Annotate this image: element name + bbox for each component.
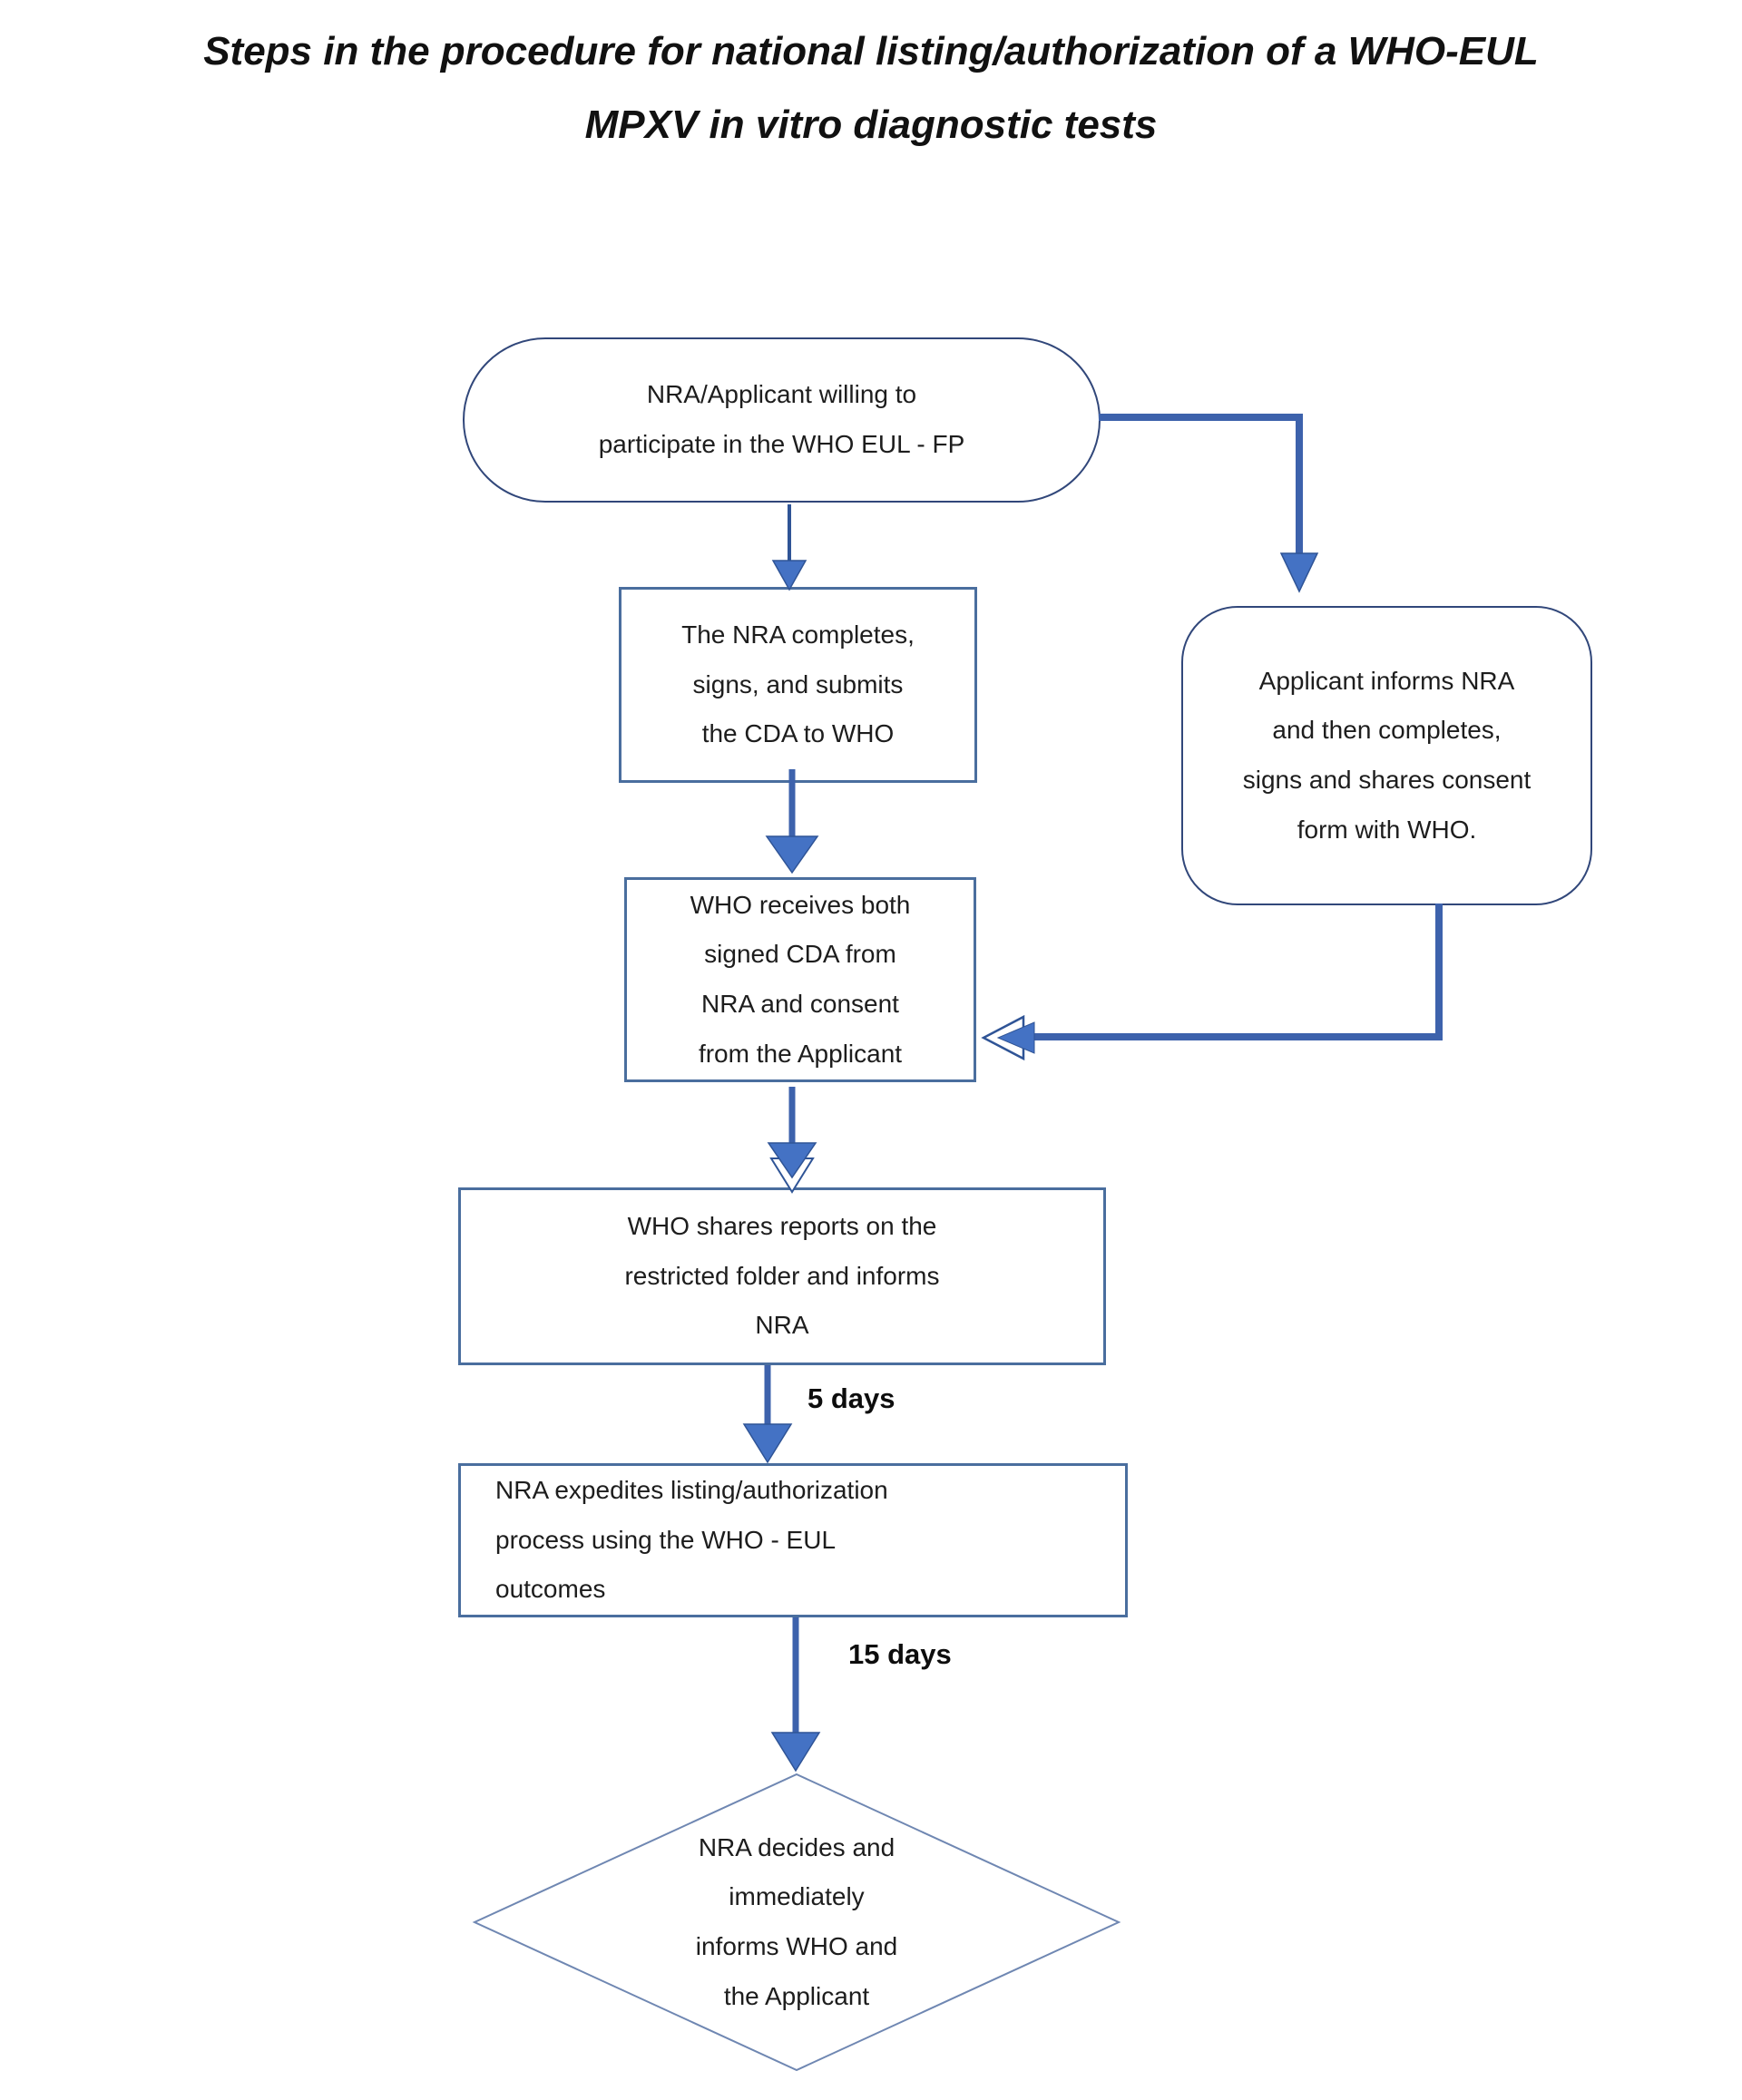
connector-start-to-applicant: [1099, 414, 1303, 555]
node-start-terminator: NRA/Applicant willing to participate in …: [463, 337, 1101, 503]
arrowhead-down-icon: [1279, 552, 1319, 593]
arrowhead-down-icon: [767, 1142, 817, 1179]
edge-label-15-days: 15 days: [848, 1638, 952, 1670]
node-who-shares: WHO shares reports on the restricted fol…: [458, 1187, 1106, 1365]
node-applicant-informs: Applicant informs NRA and then completes…: [1181, 606, 1592, 905]
edge-label-5-days: 5 days: [807, 1382, 895, 1414]
page-title: Steps in the procedure for national list…: [203, 29, 1539, 148]
arrowhead-left-open-icon: [981, 1014, 1025, 1061]
arrowhead-down-icon: [771, 560, 807, 591]
connector-applicant-to-who-receives: [1029, 903, 1443, 1040]
arrowhead-down-icon: [765, 835, 819, 874]
node-nra-expedites: NRA expedites listing/authorization proc…: [458, 1463, 1128, 1617]
node-nra-completes: The NRA completes, signs, and submits th…: [619, 587, 977, 783]
node-nra-decides-label: NRA decides and immediately informs WHO …: [695, 1832, 898, 2010]
node-who-receives: WHO receives both signed CDA from NRA an…: [624, 877, 976, 1082]
arrowhead-down-icon: [770, 1732, 821, 1773]
arrowhead-down-icon: [742, 1423, 793, 1464]
arrowhead-left-icon: [996, 1021, 1035, 1054]
